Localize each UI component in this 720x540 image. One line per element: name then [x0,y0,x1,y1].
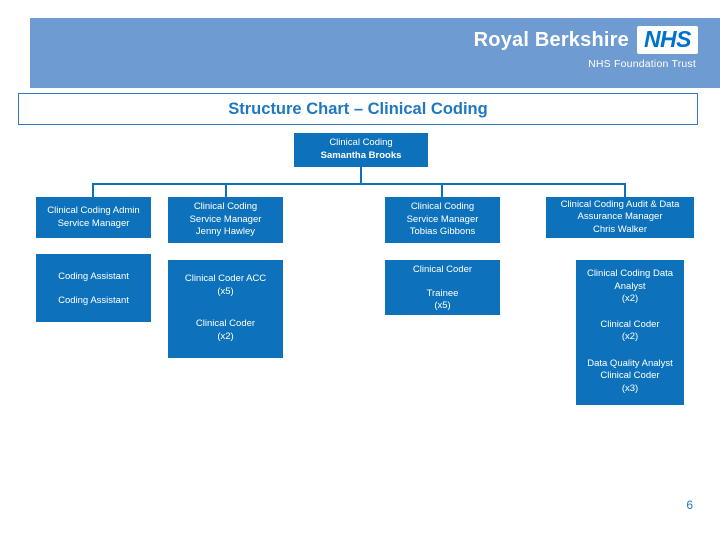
org-node-line: Chris Walker [592,223,647,235]
connector-root-vertical [360,167,362,184]
org-node-reports-4: Clinical Coding Data Analyst (x2) Clinic… [576,260,684,405]
page-number: 6 [686,498,693,512]
org-node-line: Jenny Hawley [195,226,256,238]
org-node-line: Clinical Coder ACC [184,273,267,284]
connector-horizontal-bus [93,183,626,185]
org-node-line: (x2) [217,330,234,342]
org-node-manager-1: Clinical Coding Admin Service Manager [36,197,151,238]
org-node-manager-3: Clinical Coding Service Manager Tobias G… [385,197,500,243]
org-node-line: Clinical Coder [600,370,660,382]
org-node-line: Analyst [614,280,646,292]
org-node-line: Service Manager [406,213,479,225]
page-title: Structure Chart – Clinical Coding [228,99,488,118]
nhs-branding: Royal Berkshire NHS NHS Foundation Trust [474,26,698,70]
org-node-root: Clinical Coding Samantha Brooks [294,133,428,167]
connector-drop-col3 [441,183,443,197]
org-node-reports-3: Clinical Coder Trainee (x5) [385,260,500,315]
org-node-line: Samantha Brooks [320,150,402,161]
org-node-line: Coding Assistant [58,295,129,307]
connector-drop-col1 [92,183,94,197]
connector-drop-col2 [225,183,227,197]
org-node-line: (x5) [217,285,234,297]
org-node-line: Clinical Coding Audit & Data [560,198,680,210]
org-node-line: Clinical Coder [412,264,473,275]
org-node-line: Clinical Coding Data [586,268,674,279]
org-node-line: Clinical Coding [193,201,258,213]
org-node-line: Data Quality Analyst [587,357,673,369]
header-band [18,18,720,88]
org-node-reports-2: Clinical Coder ACC (x5) Clinical Coder (… [168,260,283,358]
org-node-line: Assurance Manager [577,211,663,223]
nhs-logo-row: Royal Berkshire NHS [474,26,698,54]
trust-name: Royal Berkshire [473,29,629,51]
trust-subtitle: NHS Foundation Trust [588,58,696,70]
org-node-line: Clinical Coding Admin [47,204,140,216]
org-node-manager-4: Clinical Coding Audit & Data Assurance M… [546,197,694,238]
org-node-line: (x2) [621,331,639,343]
org-node-line: Clinical Coding [329,137,393,149]
org-node-line: Trainee [426,287,459,299]
connector-drop-col4 [624,183,626,197]
header-left-strip [0,18,30,88]
org-node-line: (x3) [621,382,639,394]
org-node-line: Clinical Coder [600,318,660,330]
org-node-line: Clinical Coder [195,318,256,330]
org-node-manager-2: Clinical Coding Service Manager Jenny Ha… [168,197,283,243]
org-node-line: Tobias Gibbons [409,226,476,238]
page-title-box: Structure Chart – Clinical Coding [18,93,698,125]
org-node-line: Service Manager [57,217,130,229]
org-node-line: (x2) [621,293,639,305]
org-node-line: Service Manager [189,213,262,225]
org-node-reports-1: Coding Assistant Coding Assistant [36,254,151,322]
org-node-line: Clinical Coding [410,201,475,213]
nhs-logo-icon: NHS [636,26,698,54]
org-node-line: Coding Assistant [58,270,129,282]
org-node-line: (x5) [434,300,451,312]
